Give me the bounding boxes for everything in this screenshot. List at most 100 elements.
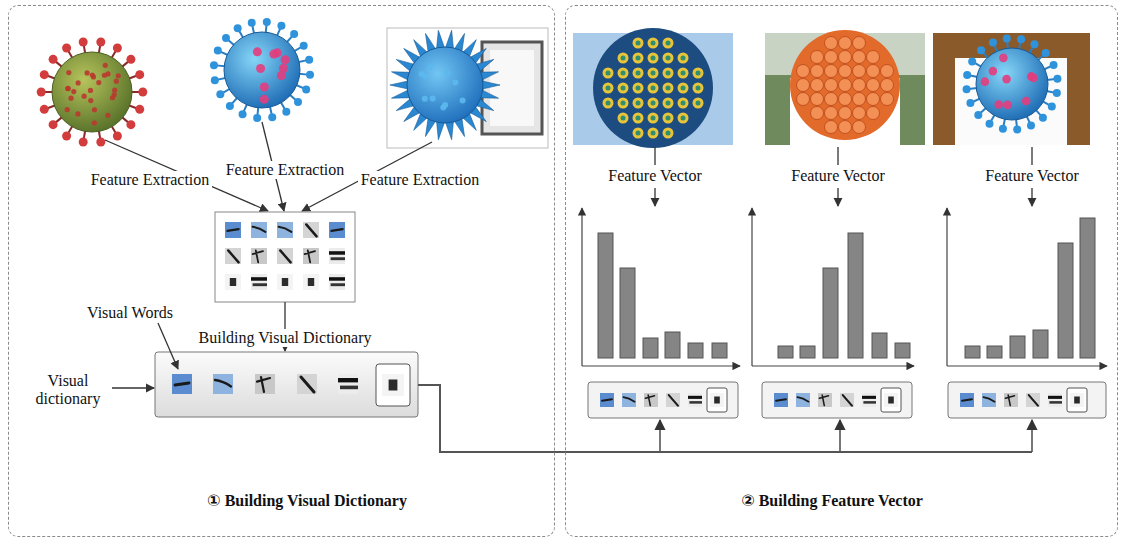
virus-surface-dot bbox=[444, 70, 450, 76]
word-stroke bbox=[389, 380, 398, 391]
virus-knob bbox=[239, 110, 247, 118]
virus-knob bbox=[79, 138, 88, 147]
histogram-axis bbox=[946, 208, 947, 366]
visual-word-icon bbox=[225, 222, 241, 238]
word-patch bbox=[251, 248, 267, 264]
word-patch bbox=[960, 393, 974, 407]
virus-surface-dot bbox=[633, 38, 644, 49]
photo-background bbox=[933, 33, 1090, 145]
word-patch bbox=[1048, 393, 1062, 407]
virus-bump bbox=[811, 51, 824, 64]
virus-bump bbox=[853, 51, 866, 64]
virus-knob bbox=[96, 138, 105, 147]
word-patch bbox=[884, 393, 898, 407]
virus-surface-dot bbox=[648, 128, 659, 139]
visual-word-icon bbox=[796, 393, 810, 407]
virus-knob bbox=[977, 46, 985, 54]
visual-word-icon bbox=[622, 393, 636, 407]
virus-surface-dot bbox=[84, 70, 89, 75]
virus-surface-dot bbox=[678, 53, 689, 64]
label-holder: Feature Vector bbox=[982, 167, 1081, 185]
histogram-bar bbox=[1033, 330, 1048, 358]
label-holder: Feature Vector bbox=[788, 167, 887, 185]
word-stroke bbox=[253, 250, 263, 262]
word-stroke bbox=[819, 395, 828, 406]
virus-surface-dot bbox=[419, 71, 425, 77]
virus-bump bbox=[853, 93, 866, 106]
word-stroke bbox=[1048, 396, 1062, 399]
word-stroke bbox=[329, 277, 345, 281]
word-stroke bbox=[253, 283, 267, 286]
virus-bump bbox=[839, 121, 852, 134]
word-patch bbox=[1026, 393, 1040, 407]
virus-surface-dot bbox=[603, 68, 614, 79]
virus-surface-dot bbox=[65, 86, 70, 91]
word-patch bbox=[297, 374, 317, 394]
histogram-bar bbox=[800, 346, 815, 358]
vector-arrow bbox=[1031, 188, 1032, 206]
virus-surface-dot bbox=[452, 79, 458, 85]
virus-surface-dot bbox=[260, 82, 269, 91]
virus-surface-dot bbox=[663, 98, 674, 109]
word-stroke bbox=[714, 397, 720, 404]
virus-surface-dot bbox=[648, 38, 659, 49]
virus-surface-dot bbox=[663, 53, 674, 64]
visual-word-icon bbox=[862, 393, 876, 407]
histogram-bar bbox=[598, 233, 613, 358]
virus-knob bbox=[216, 90, 224, 98]
virus-surface-dot bbox=[666, 41, 671, 46]
virus-knob bbox=[62, 131, 71, 140]
virus-surface-dot bbox=[681, 101, 686, 106]
word-stroke bbox=[331, 283, 345, 286]
word-patch bbox=[644, 393, 658, 407]
virus-surface-dot bbox=[693, 98, 704, 109]
virus-knob bbox=[1053, 75, 1061, 83]
virus-knob bbox=[968, 58, 976, 66]
virus-surface-dot bbox=[651, 41, 656, 46]
virus-surface-dot bbox=[260, 95, 269, 104]
virus-surface-dot bbox=[1003, 101, 1012, 110]
virus-knob bbox=[113, 44, 122, 53]
visual-word-icon bbox=[600, 393, 614, 407]
virus-surface-dot bbox=[91, 74, 96, 79]
word-strip bbox=[762, 382, 912, 418]
virus-knob bbox=[305, 56, 313, 64]
vector-stub bbox=[1031, 147, 1032, 165]
virus-bump bbox=[839, 79, 852, 92]
virus-surface-dot bbox=[114, 79, 119, 84]
virus-surface-dot bbox=[633, 98, 644, 109]
word-stroke bbox=[669, 395, 678, 406]
word-stroke bbox=[688, 396, 702, 399]
virus-surface-dot bbox=[110, 95, 115, 100]
annotation-label: Feature Extraction bbox=[223, 161, 348, 179]
virus-surface-dot bbox=[681, 71, 686, 76]
virus-surface-dot bbox=[651, 86, 656, 91]
virus-knob bbox=[138, 88, 147, 97]
virus-bump bbox=[825, 79, 838, 92]
word-stroke bbox=[282, 278, 288, 286]
virus-bump bbox=[867, 107, 880, 120]
virus-surface-dot bbox=[112, 88, 117, 93]
virus-surface-dot bbox=[636, 101, 641, 106]
virus-surface-dot bbox=[636, 131, 641, 136]
virus-surface-dot bbox=[88, 88, 93, 93]
word-stroke bbox=[257, 377, 270, 392]
virus-surface-dot bbox=[75, 111, 80, 116]
virus-knob bbox=[211, 76, 219, 84]
virus-surface-dot bbox=[678, 98, 689, 109]
virus-knob bbox=[135, 70, 144, 79]
virus-surface-dot bbox=[633, 53, 644, 64]
virus-bump bbox=[811, 107, 824, 120]
virus-surface-dot bbox=[92, 107, 97, 112]
visual-word-icon bbox=[213, 374, 233, 394]
virus-bump bbox=[811, 93, 824, 106]
virus-surface-dot bbox=[681, 116, 686, 121]
virus-surface-dot bbox=[88, 98, 93, 103]
visual-word-icon bbox=[774, 393, 788, 407]
virus-knob bbox=[1003, 35, 1011, 43]
label-holder: Feature Extraction bbox=[358, 171, 483, 189]
virus-knob bbox=[214, 47, 222, 55]
word-stroke bbox=[645, 395, 654, 406]
virus-surface-dot bbox=[651, 101, 656, 106]
virus-knob bbox=[226, 102, 234, 110]
